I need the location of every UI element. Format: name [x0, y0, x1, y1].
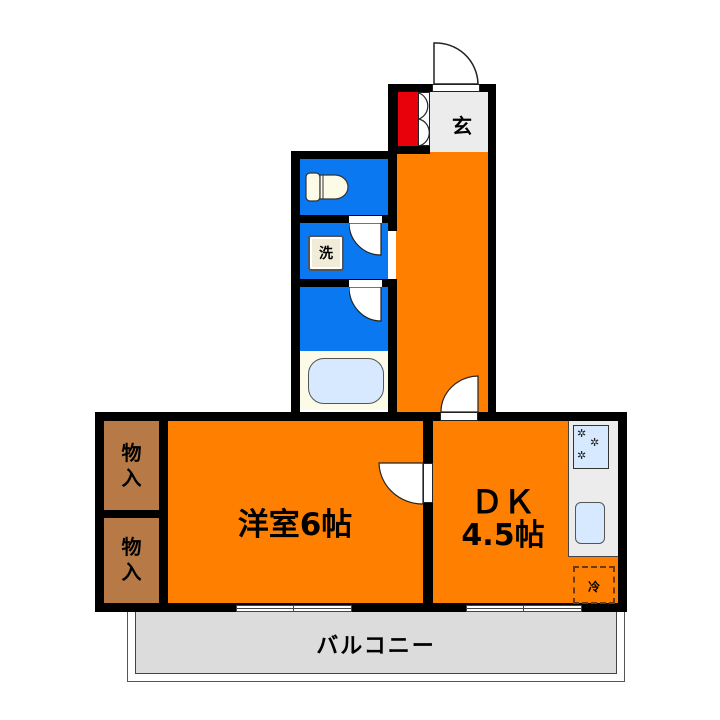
balcony: [135, 610, 617, 674]
dk-window-divider: [466, 608, 582, 609]
wall: [95, 412, 627, 421]
wall: [291, 279, 397, 287]
dk-label-size: 4.5帖: [461, 518, 545, 554]
sink-icon: [575, 502, 605, 544]
fridge-label: 冷: [587, 579, 600, 594]
fridge-space: [573, 566, 615, 604]
closet-upper-label-2: 入: [121, 466, 142, 490]
wall: [291, 151, 397, 159]
western-door-opening: [423, 463, 433, 503]
wall: [388, 151, 397, 231]
wall: [618, 412, 627, 612]
wall: [388, 279, 397, 416]
wall: [291, 215, 397, 223]
dk-window-mullion: [523, 605, 524, 612]
western-room-label: 洋室6帖: [237, 506, 353, 543]
western-window-divider: [236, 608, 352, 609]
washer-label: 洗: [319, 246, 333, 262]
washroom-door-opening: [349, 216, 382, 223]
closet-lower-label: 物 入: [104, 522, 159, 598]
front-door-swing-icon: [433, 42, 479, 85]
entrance-floor: [430, 92, 488, 152]
shoe-cabinet: [398, 92, 418, 146]
wall: [488, 84, 496, 420]
stove-burner-icon: ✲: [590, 436, 600, 449]
shoe-cabinet-door-icon: [418, 92, 430, 147]
wall: [388, 84, 398, 154]
closet-lower-label-1: 物: [121, 535, 142, 559]
western-window-mullion: [293, 605, 294, 612]
stove-burner-icon: ✲: [577, 449, 587, 462]
bath-door-icon: [349, 287, 382, 322]
dk-door-opening: [440, 412, 478, 421]
entrance-label: 玄: [452, 113, 472, 138]
wall: [95, 603, 627, 612]
bath-door-opening: [349, 280, 382, 287]
western-door-icon: [378, 462, 424, 505]
closet-upper-label-1: 物: [121, 441, 142, 465]
washer-space: [308, 235, 344, 271]
dk-door-icon: [440, 375, 479, 413]
toilet-icon: [305, 172, 349, 202]
wall: [423, 412, 433, 612]
closet-lower: [104, 518, 159, 603]
shoe-cabinet-edge: [418, 92, 430, 146]
corridor-floor: [396, 152, 488, 414]
balcony-label: バルコニー: [316, 634, 436, 659]
washroom-door-icon: [349, 223, 382, 256]
dk-label-type: ＤＫ: [470, 483, 535, 522]
closet-upper: [104, 421, 159, 510]
dk-label: ＤＫ 4.5帖: [448, 474, 558, 564]
closet-lower-label-2: 入: [121, 560, 142, 584]
western-room: [168, 421, 423, 605]
bathtub-icon: [308, 358, 384, 404]
wall: [388, 146, 430, 154]
closet-upper-label: 物 入: [104, 428, 159, 504]
wall: [388, 84, 432, 92]
stove-burner-icon: ✲: [577, 427, 587, 440]
stove: [573, 425, 609, 469]
wall: [95, 510, 168, 518]
